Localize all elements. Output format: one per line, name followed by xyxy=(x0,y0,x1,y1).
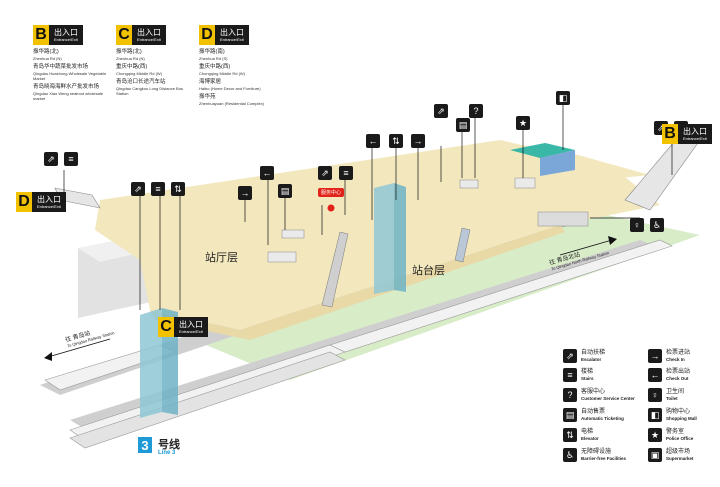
service-tag: 服务中心 xyxy=(318,188,345,197)
stairs-icon: ≡ xyxy=(64,152,78,166)
shopping-mall-icon: ◧ xyxy=(648,408,662,422)
elevator-icon: ⇅ xyxy=(389,134,403,148)
check-in-icon: → xyxy=(238,186,252,200)
platform-level-label: 站台层 xyxy=(412,265,445,277)
line-number-badge: 3 xyxy=(138,437,152,453)
line-name-en: Line 3 xyxy=(158,450,176,456)
teal-block xyxy=(510,143,575,158)
toilet-icon: ♀ xyxy=(630,218,644,232)
customer-service-icon: ? xyxy=(563,388,577,402)
ticket-gate-left xyxy=(267,251,297,263)
check-in-icon: → xyxy=(648,349,662,363)
ticket-machine-icon: ▤ xyxy=(563,408,577,422)
accessible-icon: ♿ xyxy=(650,218,664,232)
ticket-machine-icon: ▤ xyxy=(278,184,292,198)
arrow-right-line xyxy=(559,239,613,256)
customer-service-icon: ? xyxy=(469,104,483,118)
elevator-shaft-c xyxy=(140,308,162,418)
supermarket-icon: ▣ xyxy=(648,448,662,462)
shopping-mall-icon: ◧ xyxy=(556,91,570,105)
line-name-cn: 号线 xyxy=(158,439,180,451)
stairs-icon: ≡ xyxy=(151,182,165,196)
escalator-icon: ⇗ xyxy=(131,182,145,196)
elevator-icon: ⇅ xyxy=(563,428,577,442)
escalator-platform-2 xyxy=(454,227,471,263)
toilet-block xyxy=(537,211,589,227)
exit-d-destinations: 振华路(南)Zhenhua Rd (S) 重庆中路(西)Chongqing Mi… xyxy=(199,49,264,106)
elevator-shaft-center-side xyxy=(394,183,406,292)
elevator-shaft-center xyxy=(374,183,394,294)
police-icon: ★ xyxy=(648,428,662,442)
train-lower xyxy=(44,239,673,449)
toilet-icon: ♀ xyxy=(648,388,662,402)
police-icon: ★ xyxy=(516,116,530,130)
exit-c-destinations: 振华路(北)Zhenhua Rd (N) 重庆中路(西)Chongqing Mi… xyxy=(116,49,183,96)
service-marker xyxy=(327,204,335,212)
ticket-machine-icon: ▤ xyxy=(456,118,470,132)
concourse-level-label: 站厅层 xyxy=(205,252,238,264)
ticket-machine xyxy=(459,179,479,189)
check-in-icon: → xyxy=(411,134,425,148)
escalator-icon: ⇗ xyxy=(434,104,448,118)
arrow-right-head xyxy=(608,236,617,245)
check-in-gate-right xyxy=(514,177,536,189)
callout-lines xyxy=(63,105,673,310)
elevator-icon: ⇅ xyxy=(171,182,185,196)
escalator-platform-1 xyxy=(321,231,349,308)
stairs-icon: ≡ xyxy=(339,166,353,180)
check-out-icon: ← xyxy=(366,134,380,148)
arrow-left-head xyxy=(44,352,52,361)
escalator-icon: ⇗ xyxy=(318,166,332,180)
stairs-icon: ≡ xyxy=(563,368,577,382)
escalator-icon: ⇗ xyxy=(563,349,577,363)
escalator-icon: ⇗ xyxy=(44,152,58,166)
platform-floor xyxy=(170,205,700,380)
accessible-icon: ♿ xyxy=(563,448,577,462)
blue-block xyxy=(540,150,575,176)
arrow-left-line xyxy=(47,338,111,358)
check-out-icon: ← xyxy=(260,166,274,180)
service-counter xyxy=(281,229,305,239)
check-out-icon: ← xyxy=(648,368,662,382)
